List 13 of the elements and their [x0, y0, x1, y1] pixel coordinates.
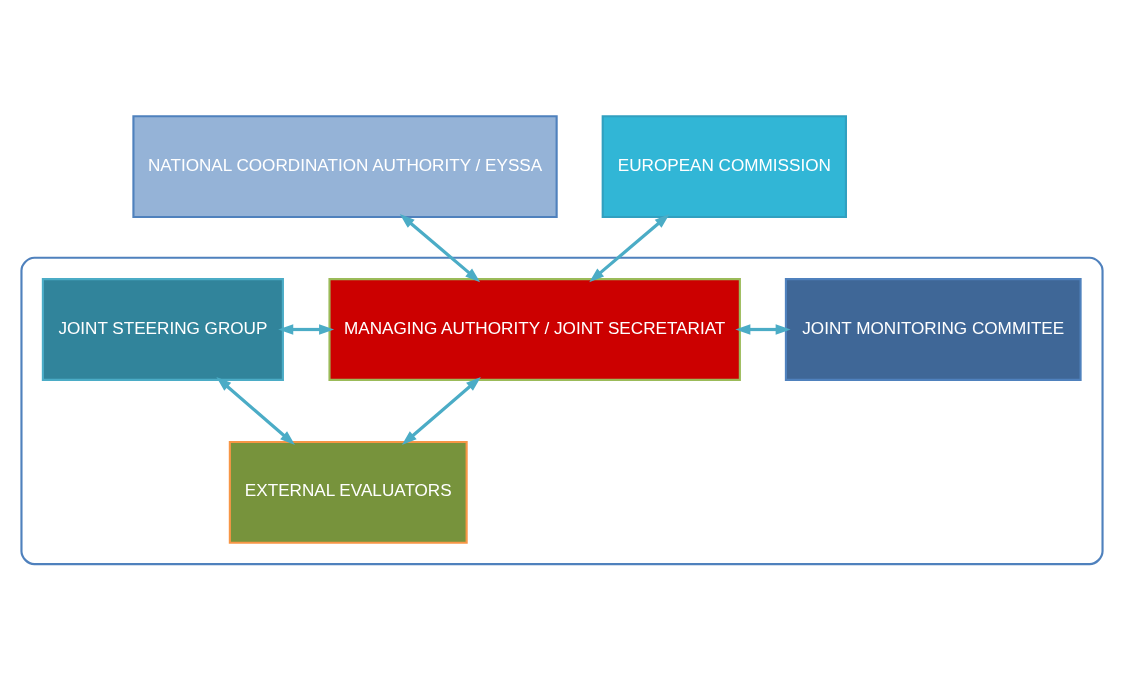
arrow [399, 214, 481, 283]
node-box: NATIONAL COORDINATION AUTHORITY / EYSSA [132, 115, 558, 219]
arrow [216, 376, 295, 446]
node-box: EUROPEAN COMMISSION [601, 115, 847, 219]
node-box: JOINT STEERING GROUP [41, 278, 284, 381]
node-box: EXTERNAL EVALUATORS [228, 440, 468, 544]
arrow [589, 214, 670, 283]
arrow [735, 324, 791, 335]
arrow [278, 324, 335, 335]
cluster [20, 256, 1104, 566]
node-box: MANAGING AUTHORITY / JOINT SECRETARIAT [328, 278, 741, 381]
node-box: JOINT MONITORING COMMITEE [784, 278, 1082, 381]
arrow [401, 376, 481, 446]
